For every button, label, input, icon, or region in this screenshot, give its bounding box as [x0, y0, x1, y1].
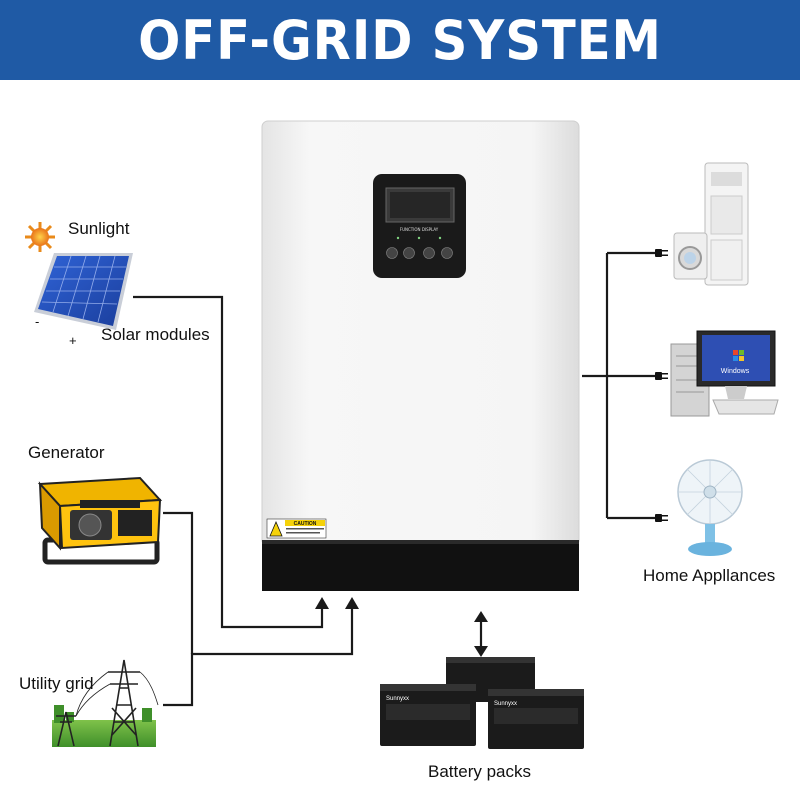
- solar-panel-icon: [34, 253, 133, 330]
- battery-brand-left: Sunnyxx: [386, 696, 409, 702]
- plug-icons: [655, 249, 668, 522]
- battery-left: Sunnyxx: [380, 684, 476, 746]
- arrow-grid: [345, 597, 359, 609]
- page-title: OFF-GRID SYSTEM: [138, 9, 662, 72]
- display-label: FUNCTION DISPLAY: [400, 227, 439, 232]
- sun-icon: [25, 222, 55, 252]
- windows-text: Windows: [721, 368, 750, 375]
- washing-machine-icon: [673, 232, 708, 280]
- plug-icon-2: [655, 372, 668, 380]
- battery-right: Sunnyxx: [488, 689, 584, 749]
- windows-logo: [733, 350, 744, 361]
- caution-label: CAUTION: [294, 521, 317, 527]
- inverter-display-panel: FUNCTION DISPLAY: [373, 174, 466, 278]
- battery-brand-right: Sunnyxx: [494, 701, 517, 707]
- arrow-battery-up: [474, 611, 488, 622]
- load-bus: [582, 251, 655, 520]
- plus-sign: +: [69, 333, 77, 348]
- arrow-solar: [315, 597, 329, 609]
- wires: [133, 251, 655, 707]
- arrow-battery-down: [474, 646, 488, 657]
- caution-sticker: CAUTION: [266, 518, 327, 539]
- generator-label: Generator: [28, 443, 105, 462]
- computer-icon: Windows: [670, 330, 779, 417]
- utility-grid-label: Utility grid: [19, 674, 94, 693]
- home-appliances-label: Home Appllances: [643, 566, 776, 585]
- battery-packs-icon: Sunnyxx Sunnyxx: [380, 657, 584, 749]
- arrowheads: [315, 597, 488, 657]
- generator-wire: [163, 511, 194, 654]
- sunlight-label: Sunlight: [68, 219, 130, 238]
- solar-wire: [133, 295, 324, 629]
- fan-icon: [677, 459, 743, 556]
- grid-wire: [163, 606, 354, 707]
- plug-icon-3: [655, 514, 668, 522]
- plug-icon-1: [655, 249, 668, 257]
- title-banner: [0, 0, 800, 80]
- battery-packs-label: Battery packs: [428, 762, 531, 781]
- generator-icon: [37, 476, 163, 565]
- inverter: FUNCTION DISPLAY CAUTION: [261, 120, 580, 591]
- utility-grid-icon: [52, 659, 159, 747]
- minus-sign: -: [35, 314, 40, 329]
- air-conditioner-icon: [704, 162, 749, 286]
- solar-modules-label: Solar modules: [101, 325, 210, 344]
